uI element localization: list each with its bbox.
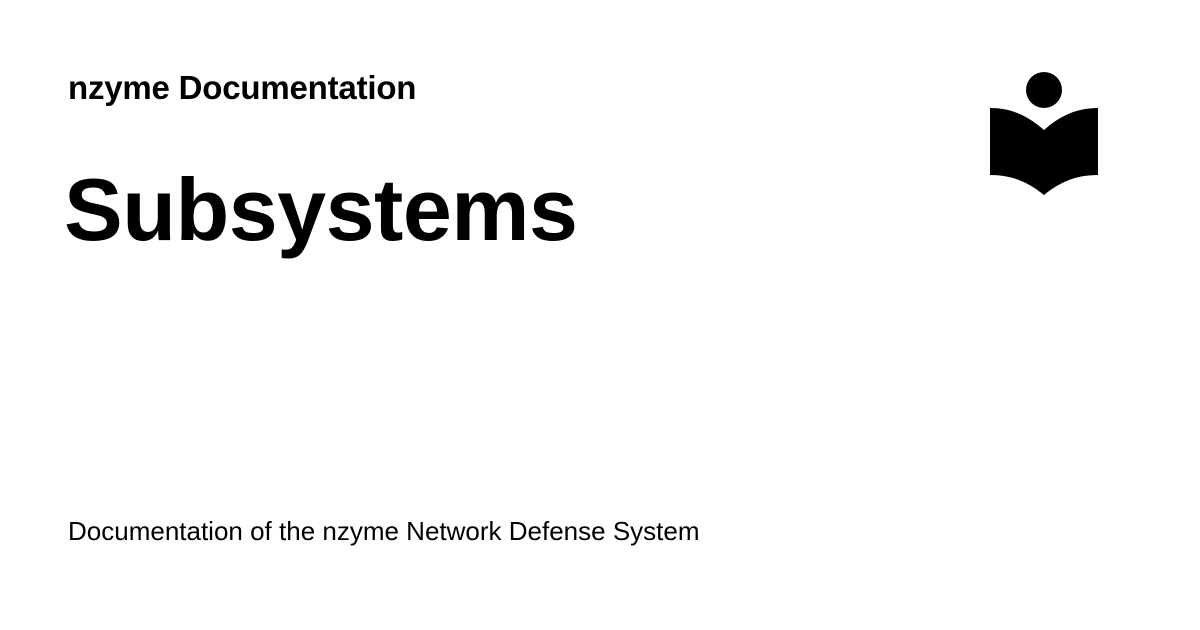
- page-description: Documentation of the nzyme Network Defen…: [68, 516, 700, 546]
- site-title: nzyme Documentation: [68, 69, 417, 106]
- book-reader-icon: [988, 70, 1100, 198]
- page-title: Subsystems: [64, 160, 578, 259]
